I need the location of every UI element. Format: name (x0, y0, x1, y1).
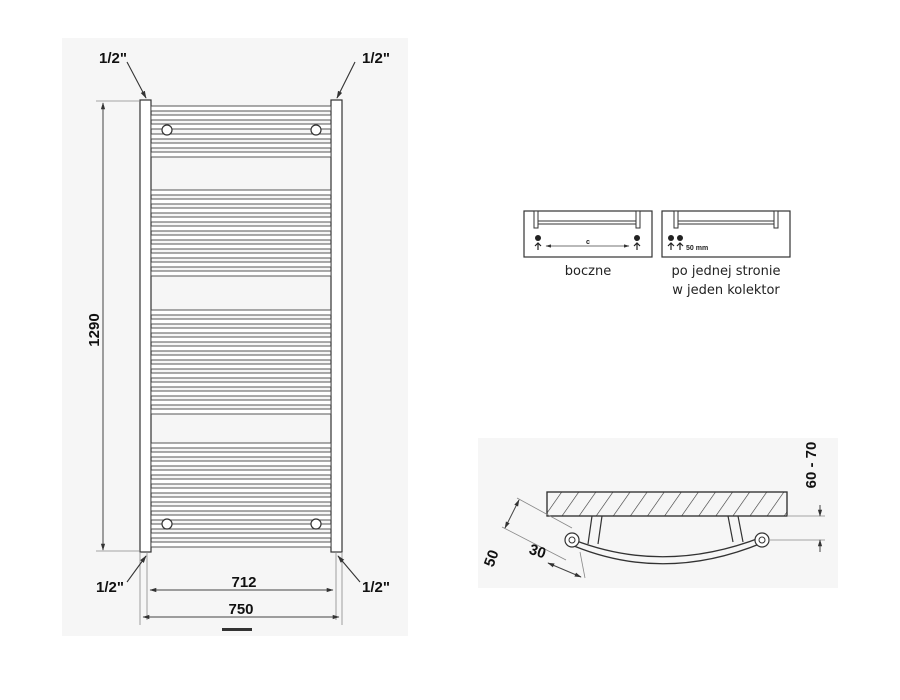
depth-extension-bottom (501, 526, 567, 561)
rung (150, 142, 332, 149)
rung (150, 532, 332, 539)
side-box-right-collector (635, 210, 641, 229)
depth-dimension-line (504, 499, 520, 529)
connection-label-bottom-right: 1/2" (362, 579, 390, 596)
front-view: 1290 712 750 1/2" 1/2" 1/2" 1/2" (86, 50, 390, 631)
collector-section-right-inner (758, 536, 766, 544)
rung (150, 442, 332, 449)
side-connection-caption: boczne (565, 264, 611, 279)
one-side-connection-box (661, 210, 791, 258)
one-side-distance-label: 50 mm (686, 245, 708, 252)
rung (150, 505, 332, 512)
rung (150, 354, 332, 361)
bracket-extension (579, 551, 586, 579)
one-side-caption-line1: po jednej stronie (672, 264, 781, 279)
rung (150, 207, 332, 214)
rung (150, 114, 332, 121)
radiator-curve-outer (573, 536, 763, 558)
wall-distance-label: 60 - 70 (803, 442, 820, 489)
rung (150, 336, 332, 343)
rung (150, 541, 332, 548)
rung (150, 390, 332, 397)
left-collector (139, 99, 152, 553)
rung (150, 381, 332, 388)
cropped-label-fragment (222, 628, 252, 631)
rung (150, 261, 332, 268)
rung (150, 469, 332, 476)
height-label: 1290 (86, 313, 103, 346)
rung (150, 514, 332, 521)
rung (150, 225, 332, 232)
side-view: 60 - 70 50 30 (481, 442, 825, 579)
depth-label: 50 (481, 548, 503, 569)
rung (150, 270, 332, 277)
side-connection-dot-right (634, 235, 640, 241)
callout-arrow-top-right (336, 61, 356, 99)
rung (150, 318, 332, 325)
rung (150, 496, 332, 503)
rung (150, 252, 332, 259)
callout-arrow-bottom-left (126, 555, 147, 583)
rung (150, 198, 332, 205)
rung (150, 243, 332, 250)
one-side-inflow-arrow-1 (667, 242, 675, 250)
side-box-left-collector (533, 210, 539, 229)
connection-label-top-right: 1/2" (362, 50, 390, 67)
one-side-caption-line2: w jeden kolektor (672, 283, 780, 298)
one-side-dot-1 (668, 235, 674, 241)
rung (150, 133, 332, 140)
one-side-connection-panel: 50 mm po jednej stronie w jeden kolektor (661, 210, 791, 298)
rung (150, 523, 332, 530)
rung (150, 345, 332, 352)
side-inflow-arrow-left (534, 242, 542, 250)
connection-circle-top-right (310, 124, 322, 136)
rung (150, 123, 332, 130)
rung (150, 460, 332, 467)
radiator-curve-inner (573, 542, 763, 565)
connection-label-top-left: 1/2" (99, 50, 127, 67)
callout-arrow-top-left (126, 61, 147, 99)
rung (150, 372, 332, 379)
callout-arrow-bottom-right (337, 555, 361, 583)
bracket-left (587, 515, 603, 545)
rung (150, 216, 332, 223)
bracket-dimension-line (547, 562, 582, 578)
rung (150, 399, 332, 406)
wall-section (546, 491, 788, 517)
connection-circle-bottom-left (161, 518, 173, 530)
one-side-dot-2 (677, 235, 683, 241)
connection-label-bottom-left: 1/2" (96, 579, 124, 596)
rung (150, 327, 332, 334)
right-collector (330, 99, 343, 553)
wall-outline (546, 491, 788, 517)
bracket-label: 30 (527, 541, 548, 562)
inner-width-label: 712 (231, 574, 256, 591)
side-distance-label: c (586, 239, 590, 246)
rung (150, 309, 332, 316)
rung (150, 151, 332, 158)
outer-width-label: 750 (228, 601, 253, 618)
rung (150, 408, 332, 415)
rung (150, 451, 332, 458)
one-side-box-right-collector (773, 210, 779, 229)
rung (150, 105, 332, 112)
connection-circle-bottom-right (310, 518, 322, 530)
side-connection-box (523, 210, 653, 258)
connection-circle-top-left (161, 124, 173, 136)
side-inflow-arrow-right (633, 242, 641, 250)
side-connection-panel: c boczne (523, 210, 653, 279)
rung (150, 363, 332, 370)
rung (150, 189, 332, 196)
bracket-right (727, 515, 744, 543)
one-side-box-left-collector (673, 210, 679, 229)
rung (150, 487, 332, 494)
one-side-inflow-arrow-2 (676, 242, 684, 250)
collector-section-left-inner (568, 536, 576, 544)
depth-extension-top (516, 497, 573, 529)
side-connection-dot-left (535, 235, 541, 241)
rungs-group (150, 105, 332, 548)
rung (150, 234, 332, 241)
rung (150, 478, 332, 485)
